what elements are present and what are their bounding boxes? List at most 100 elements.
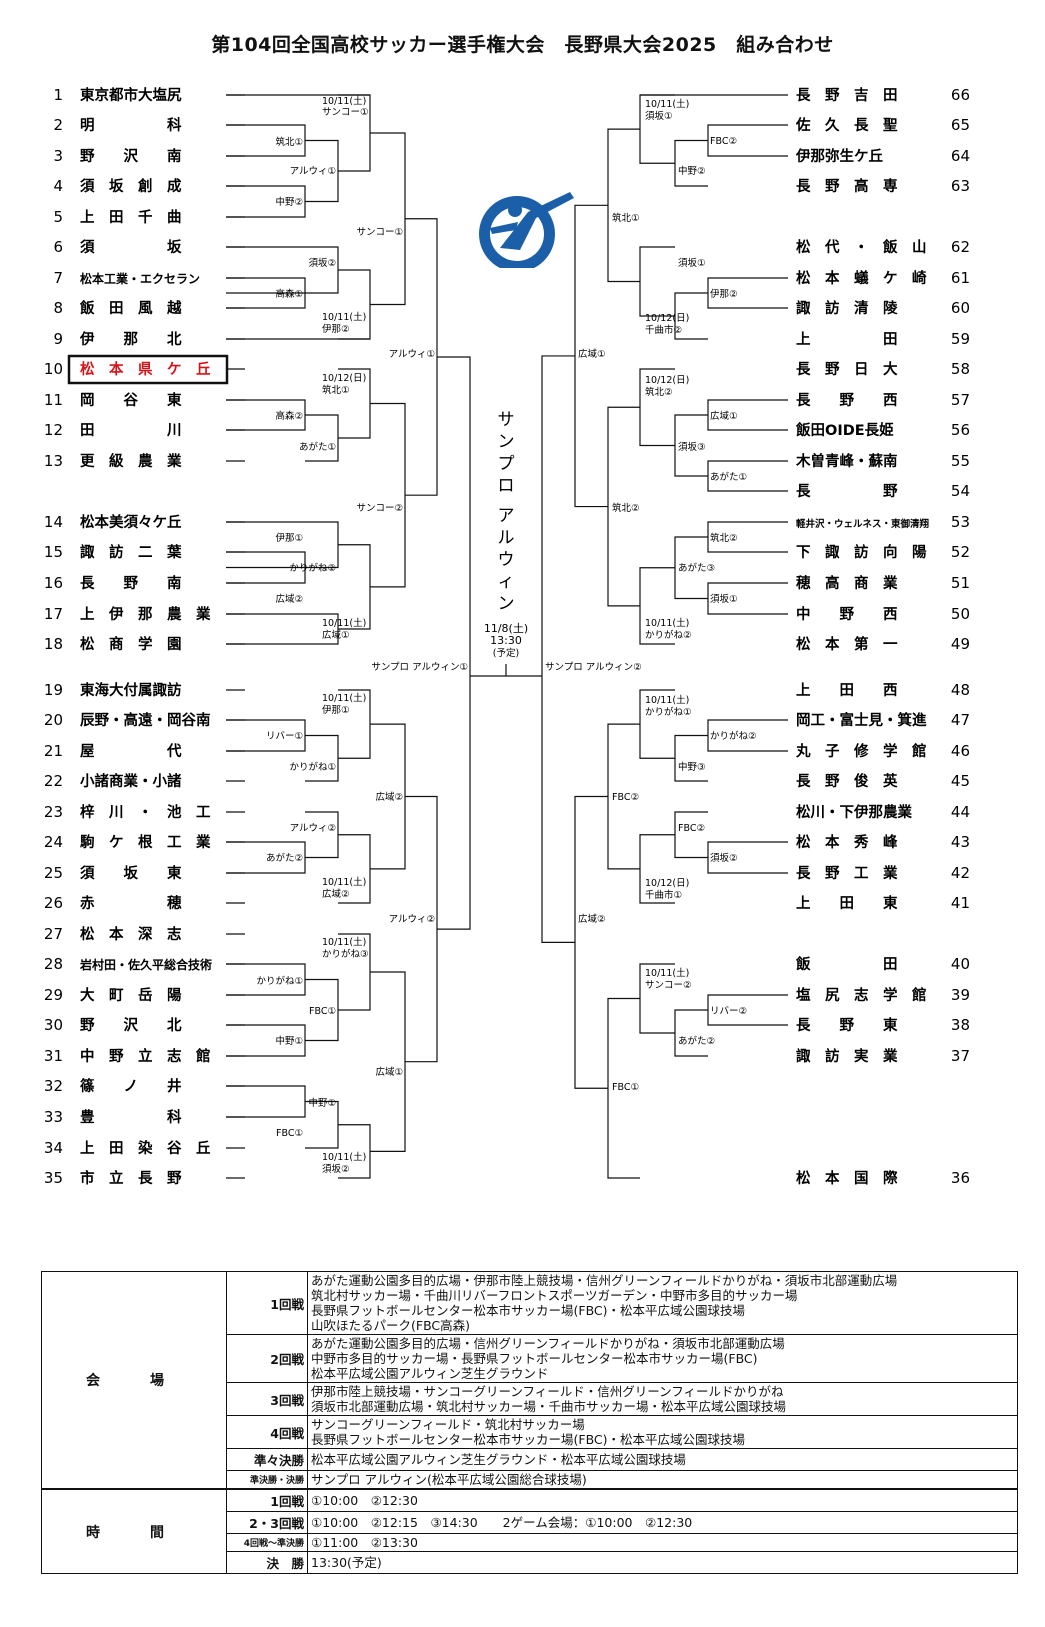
- team-number: 20: [44, 711, 63, 729]
- match-label: 広域①: [578, 348, 606, 360]
- venue-line: 筑北村サッカー場・千曲川リバーフロントスポーツガーデン・中野市多目的サッカー場: [311, 1288, 798, 1303]
- team-name: 上 田 染 谷 丘: [80, 1139, 211, 1157]
- team-name: 松 商 学 園: [80, 635, 182, 653]
- match-label: 中野①: [308, 1097, 336, 1109]
- match-label: 10/11(土): [322, 692, 366, 704]
- time-heading: 時 間: [41, 1488, 227, 1574]
- match-label: 10/12(日): [645, 375, 689, 386]
- match-label: 広域①: [710, 410, 738, 422]
- final-venue-char: ィ: [498, 572, 515, 592]
- match-label: かりがね③: [322, 948, 369, 960]
- team-number: 6: [53, 238, 63, 256]
- final-venue-char: プ: [498, 454, 515, 474]
- bracket-join: [437, 356, 471, 930]
- bracket-join: [226, 1085, 306, 1118]
- team-number: 38: [951, 1016, 970, 1034]
- match-label: サンコー①: [356, 227, 403, 238]
- team-name: 田 川: [80, 422, 182, 439]
- team-name: 赤 穂: [80, 894, 182, 912]
- team-number: 64: [951, 147, 970, 165]
- match-label: アルウィ①: [389, 349, 435, 360]
- team-name: 長 野 俊 英: [796, 772, 898, 790]
- venue-line: 山吹ほたるパーク(FBC高森): [311, 1318, 471, 1333]
- team-number: 57: [951, 391, 970, 409]
- match-label: 広域②: [275, 593, 303, 605]
- time-value: ①10:00 ②12:15 ③14:30 2ゲーム会場：①10:00 ②12:3…: [307, 1511, 1018, 1534]
- match-label: 伊那①: [322, 704, 350, 716]
- match-label: 10/11(土): [322, 876, 366, 888]
- team-number: 30: [44, 1016, 63, 1034]
- venue-line: 松本平広域公園アルウィン芝生グラウンド・松本平広域公園球技場: [311, 1452, 686, 1467]
- team-name: 上 田 東: [796, 894, 898, 912]
- team-name: 岩村田・佐久平総合技術: [79, 957, 212, 972]
- final-venue-char: ア: [498, 506, 515, 526]
- team-number: 56: [951, 421, 970, 439]
- match-label: 10/11(土): [322, 311, 366, 323]
- team-number: 45: [951, 772, 970, 790]
- team-name: 長 野 高 専: [796, 177, 898, 195]
- team-name: 松 本 蟻 ケ 崎: [796, 269, 927, 287]
- match-label: 筑北①: [322, 384, 350, 396]
- team-number: 14: [44, 513, 63, 531]
- match-label: 10/11(土): [645, 967, 689, 979]
- team-number: 65: [951, 116, 970, 134]
- venue-row: 3回戦伊那市陸上競技場・サンコーグリーンフィールド・信州グリーンフィールドかりが…: [42, 1382, 1018, 1416]
- bracket-join: [674, 139, 708, 187]
- match-label: FBC①: [276, 1128, 303, 1139]
- team-number: 62: [951, 238, 970, 256]
- venue-line: あがた運動公園多目的広場・伊那市陸上競技場・信州グリーンフィールドかりがね・須坂…: [311, 1273, 898, 1288]
- round-label: 3回戦: [226, 1382, 308, 1416]
- team-number: 43: [951, 833, 970, 851]
- team-name: 松 本 国 際: [796, 1169, 898, 1187]
- team-name: 野 沢 南: [80, 147, 182, 165]
- match-label: サンコー②: [356, 503, 403, 514]
- team-name: 東海大付属諏訪: [80, 681, 182, 699]
- time-round-label: 2・3回戦: [226, 1511, 308, 1534]
- match-label: 10/12(日): [322, 373, 366, 384]
- bracket-join: [305, 734, 339, 782]
- match-label: 筑北①: [612, 212, 640, 224]
- team-number: 61: [951, 269, 970, 287]
- match-label: 10/12(日): [645, 878, 689, 889]
- team-number: 34: [44, 1139, 63, 1157]
- match-label: 伊那②: [710, 288, 738, 300]
- match-label: アルウィ①: [290, 166, 336, 177]
- team-number: 44: [951, 803, 970, 821]
- venue-heading: 会 場: [41, 1271, 227, 1490]
- match-label: FBC①: [612, 1082, 639, 1093]
- venue-line: 長野県フットボールセンター松本市サッカー場(FBC)・松本平広域公園球技場: [311, 1303, 746, 1318]
- team-name: 諏 訪 実 業: [796, 1047, 898, 1065]
- team-name: 上 田 西: [796, 682, 898, 699]
- match-label: 須坂①: [645, 111, 673, 122]
- team-name: 駒 ケ 根 工 業: [80, 833, 211, 851]
- match-label: かりがね①: [289, 761, 336, 773]
- team-number: 46: [951, 742, 970, 760]
- match-label: 伊那②: [322, 323, 350, 335]
- team-name: 篠 ノ 井: [80, 1077, 182, 1095]
- venue-row: 準々決勝松本平広域公園アルウィン芝生グラウンド・松本平広域公園球技場: [42, 1448, 1018, 1471]
- team-number: 24: [44, 833, 63, 851]
- venue-list: あがた運動公園多目的広場・伊那市陸上競技場・信州グリーンフィールドかりがね・須坂…: [307, 1271, 1018, 1335]
- match-label: 須坂②: [308, 258, 336, 269]
- time-round-label: 4回戦〜準決勝: [226, 1533, 308, 1552]
- team-name: 更 級 農 業: [80, 452, 182, 470]
- time-round-label: 決 勝: [226, 1551, 308, 1574]
- match-label: あがた①: [710, 471, 747, 483]
- match-label: 10/12(日): [645, 313, 689, 324]
- team-name: 須 坂 創 成: [79, 177, 182, 195]
- match-label: 10/11(土): [322, 95, 366, 107]
- team-number: 4: [53, 177, 63, 195]
- match-label: FBC①: [309, 1006, 336, 1017]
- match-label: かりがね②: [645, 629, 692, 641]
- match-label: 10/11(土): [645, 617, 689, 629]
- match-label: 広域②: [578, 913, 606, 925]
- team-number: 9: [53, 330, 63, 348]
- team-number: 27: [44, 925, 63, 943]
- match-label: アルウィ②: [389, 914, 435, 925]
- team-name: 小諸商業・小諸: [80, 772, 182, 790]
- team-name: 須 坂: [79, 239, 182, 256]
- match-label: 須坂①: [710, 594, 738, 605]
